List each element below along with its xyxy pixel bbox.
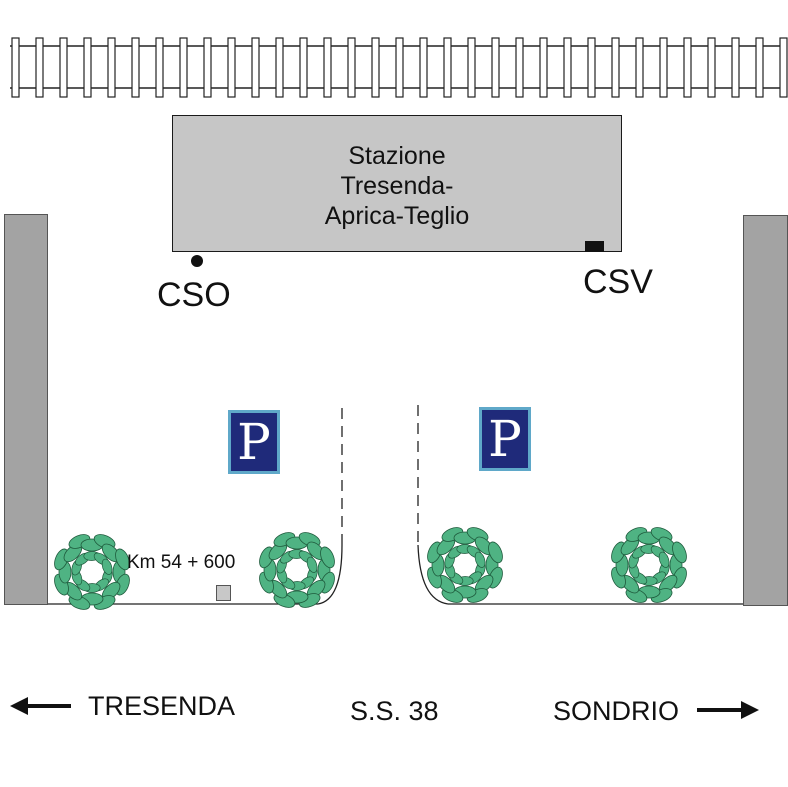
csv-marker-square bbox=[585, 241, 604, 252]
station-name-line-3: Aprica-Teglio bbox=[324, 202, 470, 230]
arrow-left-icon bbox=[10, 697, 71, 715]
km-marker-stone bbox=[216, 585, 231, 601]
parking-sign-letter: P bbox=[482, 410, 528, 468]
parking-sign-letter: P bbox=[231, 413, 277, 471]
left-wall bbox=[4, 214, 48, 605]
shrub-icon bbox=[611, 527, 687, 603]
parking-sign-icon: P bbox=[228, 410, 280, 474]
shrub-icon bbox=[54, 534, 130, 610]
csv-label: CSV bbox=[583, 263, 653, 301]
shrub-icon bbox=[427, 527, 503, 603]
km-marker-label: Km 54 + 600 bbox=[127, 552, 236, 573]
station-name-line-1: Stazione bbox=[348, 142, 446, 170]
road-name-label: S.S. 38 bbox=[350, 696, 439, 726]
right-destination-label: SONDRIO bbox=[553, 696, 680, 726]
left-destination-label: TRESENDA bbox=[88, 691, 236, 721]
station-name-line-2: Tresenda- bbox=[340, 172, 454, 200]
arrow-right-icon bbox=[697, 701, 759, 719]
station-name: Stazione Tresenda- Aprica-Teglio bbox=[173, 141, 621, 231]
cso-label: CSO bbox=[157, 276, 231, 314]
shrub-icon bbox=[259, 532, 335, 608]
right-wall bbox=[743, 215, 788, 606]
station-building: Stazione Tresenda- Aprica-Teglio bbox=[172, 115, 622, 252]
parking-sign-icon: P bbox=[479, 407, 531, 471]
cso-marker-dot bbox=[191, 255, 203, 267]
railway-track-icon bbox=[10, 37, 788, 98]
